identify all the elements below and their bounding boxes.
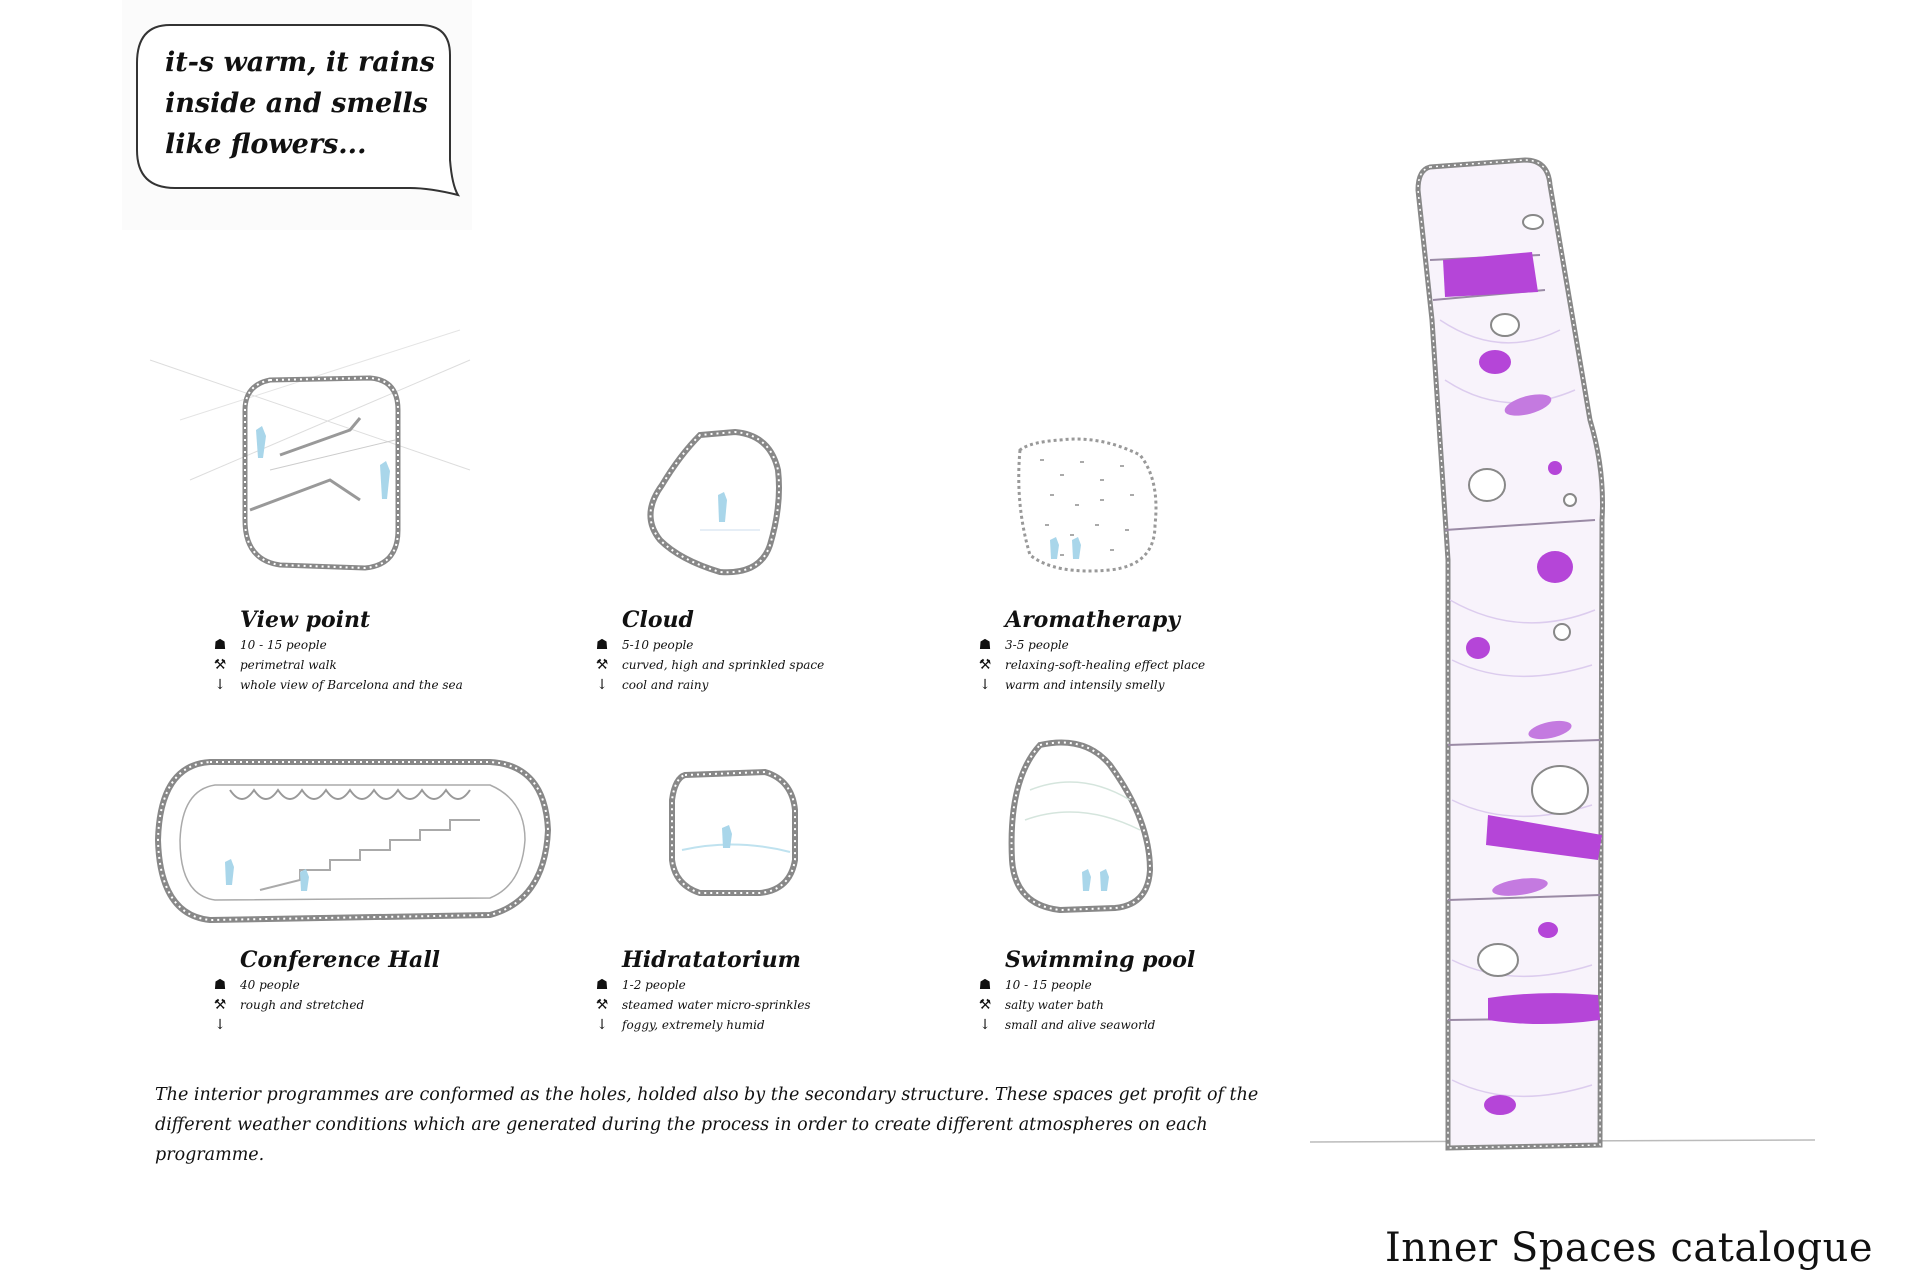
aromatherapy-section-drawing xyxy=(1017,437,1158,573)
tower-section-drawing xyxy=(1309,157,1816,1151)
space-people: 10 - 15 people xyxy=(240,638,327,652)
space-atmosphere: small and alive seaworld xyxy=(1005,1018,1156,1032)
space-atmosphere: warm and intensily smelly xyxy=(1005,678,1165,692)
down-arrow-icon: ↓ xyxy=(596,1017,608,1033)
space-label-hidratatorium: Hidratatorium ☗ 1-2 people ⚒ steamed water… xyxy=(592,947,932,1035)
space-title: Cloud xyxy=(622,607,694,633)
space-title: View point xyxy=(240,607,371,633)
person-icon: ☗ xyxy=(213,637,227,653)
wrench-icon: ⚒ xyxy=(978,997,992,1013)
wrench-icon: ⚒ xyxy=(595,657,609,673)
space-title: Aromatherapy xyxy=(1005,607,1181,633)
space-people: 40 people xyxy=(240,978,300,992)
space-people: 1-2 people xyxy=(622,978,686,992)
space-title: Swimming pool xyxy=(1005,947,1196,973)
space-label-cloud: Cloud ☗ 5-10 people ⚒ curved, high and spr… xyxy=(592,607,932,695)
space-feature: rough and stretched xyxy=(240,998,365,1012)
space-atmosphere: whole view of Barcelona and the sea xyxy=(240,678,463,692)
person-icon: ☗ xyxy=(978,977,992,993)
description-paragraph: The interior programmes are conformed as… xyxy=(155,1085,1259,1165)
space-feature: perimetral walk xyxy=(240,658,337,672)
space-people: 3-5 people xyxy=(1005,638,1069,652)
space-feature: salty water bath xyxy=(1005,998,1104,1012)
space-label-conference-hall: Conference Hall ☗ 40 people ⚒ rough and st… xyxy=(210,947,550,1035)
cloud-section-drawing xyxy=(647,428,782,576)
person-icon: ☗ xyxy=(595,977,609,993)
space-title: Hidratatorium xyxy=(622,947,801,973)
wrench-icon: ⚒ xyxy=(213,997,227,1013)
down-arrow-icon: ↓ xyxy=(214,1017,226,1033)
page-title: Inner Spaces catalogue xyxy=(1385,1225,1874,1271)
space-atmosphere: cool and rainy xyxy=(622,678,709,692)
space-title: Conference Hall xyxy=(240,947,441,973)
down-arrow-icon: ↓ xyxy=(596,677,608,693)
person-icon: ☗ xyxy=(978,637,992,653)
conference-hall-section-drawing xyxy=(154,759,552,924)
person-icon: ☗ xyxy=(595,637,609,653)
down-arrow-icon: ↓ xyxy=(979,1017,991,1033)
space-label-swimming-pool: Swimming pool ☗ 10 - 15 people ⚒ salty wat… xyxy=(975,947,1315,1035)
speech-bubble-outline xyxy=(136,24,461,197)
wrench-icon: ⚒ xyxy=(595,997,609,1013)
person-icon: ☗ xyxy=(213,977,227,993)
wrench-icon: ⚒ xyxy=(213,657,227,673)
wrench-icon: ⚒ xyxy=(978,657,992,673)
space-feature: relaxing-soft-healing effect place xyxy=(1005,658,1206,672)
swimming-pool-section-drawing xyxy=(1008,739,1154,914)
space-people: 5-10 people xyxy=(622,638,694,652)
view-point-section-drawing xyxy=(149,329,471,571)
down-arrow-icon: ↓ xyxy=(979,677,991,693)
space-label-view-point: View point ☗ 10 - 15 people ⚒ perimetral w… xyxy=(210,607,550,695)
space-people: 10 - 15 people xyxy=(1005,978,1092,992)
space-label-aromatherapy: Aromatherapy ☗ 3-5 people ⚒ relaxing-soft-… xyxy=(975,607,1315,695)
down-arrow-icon: ↓ xyxy=(214,677,226,693)
hidratatorium-section-drawing xyxy=(669,768,798,896)
speech-bubble-text: it-s warm, it rains inside and smells li… xyxy=(165,47,435,160)
space-atmosphere: foggy, extremely humid xyxy=(622,1018,765,1032)
space-feature: steamed water micro-sprinkles xyxy=(622,998,811,1012)
space-feature: curved, high and sprinkled space xyxy=(622,658,825,672)
